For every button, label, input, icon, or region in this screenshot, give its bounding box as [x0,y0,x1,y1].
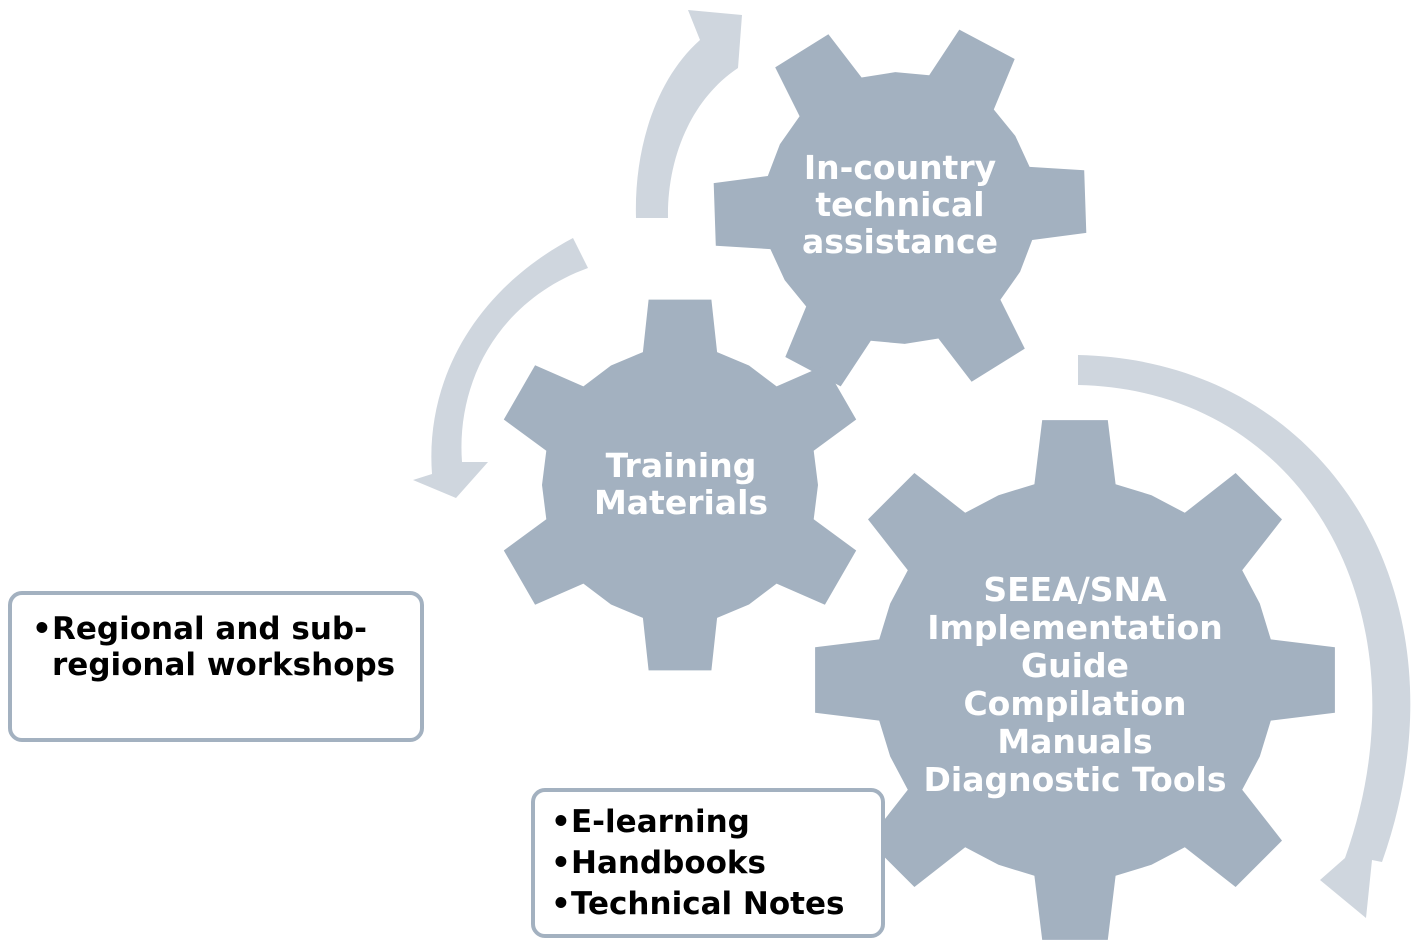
gear-label-line: Training [605,446,757,485]
gear-label-training-materials: Training Materials [551,446,811,522]
resources-box: E-learning Handbooks Technical Notes [531,788,885,938]
gear-label-in-country: In-country technical assistance [760,148,1040,261]
arrow-top-curve [635,10,742,218]
gear-label-seea-sna: SEEA/SNA Implementation Guide Compilatio… [895,571,1255,799]
gear-label-line: SEEA/SNA [983,570,1167,609]
gear-label-line: Compilation [963,684,1187,723]
workshops-box: Regional and sub-regional workshops [8,591,424,742]
gear-label-line: Guide [1021,646,1129,685]
list-item: Technical Notes [551,884,871,925]
gear-label-line: Diagnostic Tools [923,760,1227,799]
gear-in-country [713,29,1087,387]
arrows-layer [413,10,1411,918]
gear-label-line: Implementation [927,608,1223,647]
list-item: Handbooks [551,843,871,884]
resources-list: E-learning Handbooks Technical Notes [551,802,871,925]
list-item: E-learning [551,802,871,843]
gear-label-line: Manuals [997,722,1153,761]
gear-training-materials [503,299,857,671]
gear-seea-sna [815,420,1335,940]
gears-layer [503,29,1335,940]
gear-label-line: Materials [593,482,769,522]
gear-label-line: technical [815,184,985,224]
arrow-left-curve [413,238,588,498]
gear-label-line: In-country [803,148,997,187]
list-item: Regional and sub-regional workshops [32,611,412,683]
arrow-right-curve [1078,355,1411,918]
gear-label-line: assistance [802,221,998,261]
workshops-list: Regional and sub-regional workshops [32,611,402,683]
